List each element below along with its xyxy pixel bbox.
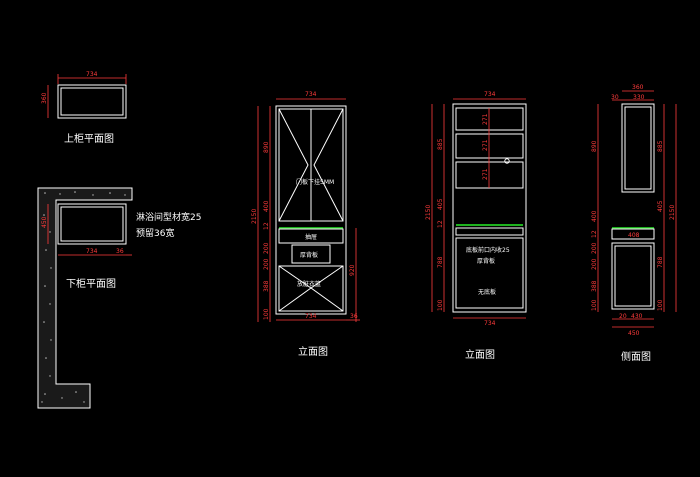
elev1-door-note: 门板下挂5MM: [296, 178, 334, 186]
elev1-shelf-label: 厚背板: [300, 251, 318, 259]
elev1-lower-a-dim: 200: [263, 242, 270, 254]
side-lower-b-dim: 200: [591, 242, 598, 254]
side-top-width-dim: 360: [632, 84, 644, 91]
side-upper-inner: [624, 106, 652, 190]
lower-plan-note-1: 淋浴间型材宽25: [136, 211, 201, 223]
hatch-dots: [41, 191, 126, 403]
elev1-basin-label: 放脏衣篮: [297, 280, 321, 288]
elev1-upper-height-dim: 890: [263, 141, 270, 153]
elev2-shelf2-dim: 271: [482, 139, 489, 151]
lower-plan-title: 下柜平面图: [66, 277, 116, 290]
side-lower-box: [611, 242, 655, 310]
elev2-title: 立面图: [465, 348, 495, 361]
elev2-shelf3-dim: 271: [482, 168, 489, 180]
side-mid1-dim: 400: [591, 210, 598, 222]
side-small-dim: 12: [591, 230, 598, 238]
elev2-shelf-3: [455, 161, 524, 189]
elev2-shelf-1: [455, 107, 524, 131]
elev2-shelf1-dim: 271: [482, 113, 489, 125]
elev1-lower-doors: [278, 265, 344, 312]
elev2-outlet-icon: [504, 158, 510, 164]
lower-cabinet-plan: 450 734 36 淋浴间型材宽25 预留36宽 下柜平面图: [37, 187, 201, 409]
elev2-mid-dim: 405: [437, 198, 444, 210]
elev2-counter: [455, 227, 524, 236]
upper-cabinet-outline: [57, 84, 127, 119]
elev2-note-2: 厚背板: [477, 257, 495, 265]
elev2-base-dim: 100: [437, 299, 444, 311]
shower-wall-hatch: [37, 187, 133, 409]
elev2-cabinet-outline: [452, 103, 527, 313]
elev1-bottom-side-dim: 36: [350, 313, 358, 320]
elev2-lower-dim: 788: [437, 256, 444, 268]
elev2-bottom-width-dim: 734: [484, 320, 496, 327]
side-base-right-dim: 100: [657, 299, 664, 311]
side-lower-d-dim: 388: [591, 280, 598, 292]
side-upper-box: [621, 103, 655, 193]
elevation-view-1: 734 2150 890 400 12 200 200 388 100 920 …: [251, 91, 360, 358]
side-top-right-dim: 330: [633, 94, 645, 101]
side-lower-a-dim: 788: [657, 256, 664, 268]
elev1-lower-c-dim: 388: [263, 280, 270, 292]
elev1-shelf-panel: [291, 244, 331, 264]
elev1-mid-dim: 400: [263, 200, 270, 212]
side-bottom-width-dim: 450: [628, 330, 640, 337]
lower-plan-depth-dim: 450: [41, 216, 48, 228]
side-base-dim: 100: [591, 299, 598, 311]
upper-cabinet-plan: 734 360 上柜平面图: [41, 71, 127, 145]
lower-plan-side-dim: 36: [116, 248, 124, 255]
lower-cabinet-outline: [57, 203, 127, 245]
elev2-note-1: 底板前口内收25: [466, 246, 510, 254]
side-overall-height-dim: 2150: [669, 205, 676, 220]
upper-plan-title: 上柜平面图: [64, 132, 114, 145]
lower-cabinet-inner: [60, 206, 124, 242]
upper-plan-width-dim: 734: [86, 71, 98, 78]
side-bottom-a-dim: 20: [619, 313, 627, 320]
elevation-view-2: 734 2150 885 405 12 788 100 271 271 271 …: [425, 91, 527, 361]
elev1-cabinet-outline: [275, 105, 347, 315]
upper-cabinet-inner: [60, 87, 124, 116]
elev1-bottom-width-dim: 734: [305, 313, 317, 320]
elev1-lower-b-dim: 200: [263, 258, 270, 270]
elev1-base-dim: 100: [263, 308, 270, 320]
elev1-drawer-label: 抽屉: [305, 233, 317, 241]
upper-plan-height-dim: 360: [41, 92, 48, 104]
elev1-top-width-dim: 734: [305, 91, 317, 98]
elev2-lower-cavity: [455, 237, 524, 309]
elev2-top-width-dim: 734: [484, 91, 496, 98]
elev2-shelf-2: [455, 133, 524, 159]
elev1-right-height-dim: 920: [349, 264, 356, 276]
elev2-overall-height-dim: 2150: [425, 205, 432, 220]
lower-plan-note-2: 预留36宽: [136, 227, 174, 239]
side-mid-width-dim: 408: [628, 232, 640, 239]
elev2-small-dim: 12: [437, 220, 444, 228]
elev1-drawer: [278, 228, 344, 244]
side-title: 侧面图: [621, 350, 651, 363]
side-lower-c-dim: 200: [591, 258, 598, 270]
side-top-left-dim: 30: [611, 94, 619, 101]
side-counter: [611, 228, 655, 240]
side-upper-right-dim: 885: [657, 140, 664, 152]
elev2-note-3: 无底板: [478, 288, 496, 296]
elev1-title: 立面图: [298, 345, 328, 358]
side-view: 360 30 330 890 400 12 200 200 388 100 88…: [591, 84, 677, 363]
side-lower-inner: [614, 245, 652, 307]
elev2-upper-height-dim: 885: [437, 138, 444, 150]
side-upper-height-dim: 890: [591, 140, 598, 152]
elev1-overall-height-dim: 2150: [251, 209, 258, 224]
lower-plan-width-dim: 734: [86, 248, 98, 255]
elev1-small-dim: 12: [263, 222, 270, 230]
side-bottom-b-dim: 430: [631, 313, 643, 320]
side-mid2-dim: 405: [657, 200, 664, 212]
